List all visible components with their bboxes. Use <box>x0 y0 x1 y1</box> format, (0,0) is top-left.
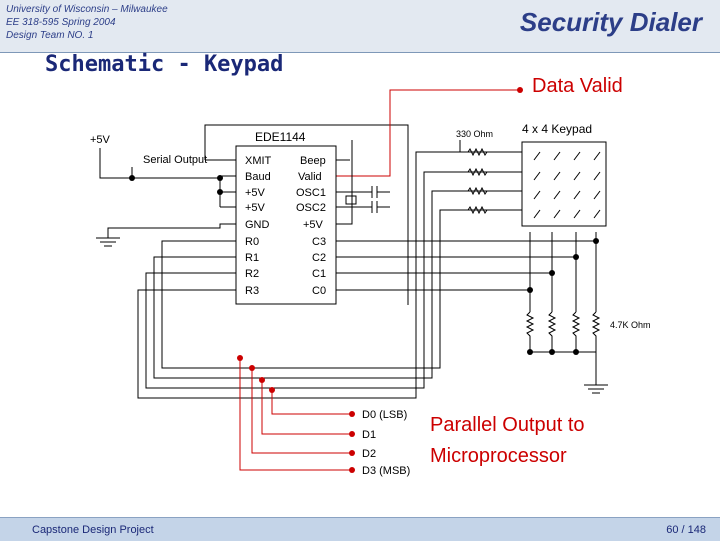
page-number: 60 / 148 <box>666 524 706 536</box>
keypad-label: 4 x 4 Keypad <box>522 122 592 136</box>
chip-pin-r2: R2 <box>245 268 259 280</box>
header-team: Design Team NO. 1 <box>6 30 94 41</box>
supply-label: +5V <box>90 134 111 146</box>
header-info: University of Wisconsin – Milwaukee EE 3… <box>6 3 168 42</box>
chip-name: EDE1144 <box>255 130 306 144</box>
chip-pin-c1: C1 <box>312 268 326 280</box>
chip-pin-beep: Beep <box>300 155 326 167</box>
output-d3: D3 (MSB) <box>362 465 410 477</box>
parallel-output-line2: Microprocessor <box>430 445 567 467</box>
chip-pin-c3: C3 <box>312 236 326 248</box>
header-university: University of Wisconsin – Milwaukee <box>6 4 168 15</box>
output-d2: D2 <box>362 448 376 460</box>
chip-pin-5v-2: +5V <box>245 202 266 214</box>
footer-label: Capstone Design Project <box>32 524 154 536</box>
parallel-output-line1: Parallel Output to <box>430 414 585 436</box>
chip-pin-baud: Baud <box>245 171 271 183</box>
header-bar <box>0 0 720 52</box>
chip-pin-r1: R1 <box>245 252 259 264</box>
chip-pin-osc2: OSC2 <box>296 202 326 214</box>
output-d1: D1 <box>362 429 376 441</box>
resistor-330-label: 330 Ohm <box>456 129 493 139</box>
chip-pin-5v-3: +5V <box>303 219 324 231</box>
chip-pin-gnd: GND <box>245 219 270 231</box>
data-valid-dot <box>517 87 523 93</box>
chip-pin-5v-1: +5V <box>245 187 266 199</box>
chip-pin-osc1: OSC1 <box>296 187 326 199</box>
resistor-47k-label: 4.7K Ohm <box>610 320 651 330</box>
serial-output-label: Serial Output <box>143 154 207 166</box>
chip-pin-c0: C0 <box>312 285 326 297</box>
header-course: EE 318-595 Spring 2004 <box>6 17 116 28</box>
data-valid-label: Data Valid <box>532 75 623 97</box>
output-d0: D0 (LSB) <box>362 409 407 421</box>
header-divider <box>0 52 720 53</box>
footer-bar: Capstone Design Project 60 / 148 <box>0 517 720 541</box>
chip-pin-c2: C2 <box>312 252 326 264</box>
chip-pin-r0: R0 <box>245 236 259 248</box>
slide-title: Schematic - Keypad <box>45 52 284 77</box>
deck-title: Security Dialer <box>519 7 702 37</box>
chip-pin-r3: R3 <box>245 285 259 297</box>
chip-pin-valid: Valid <box>298 171 322 183</box>
chip-pin-xmit: XMIT <box>245 155 272 167</box>
